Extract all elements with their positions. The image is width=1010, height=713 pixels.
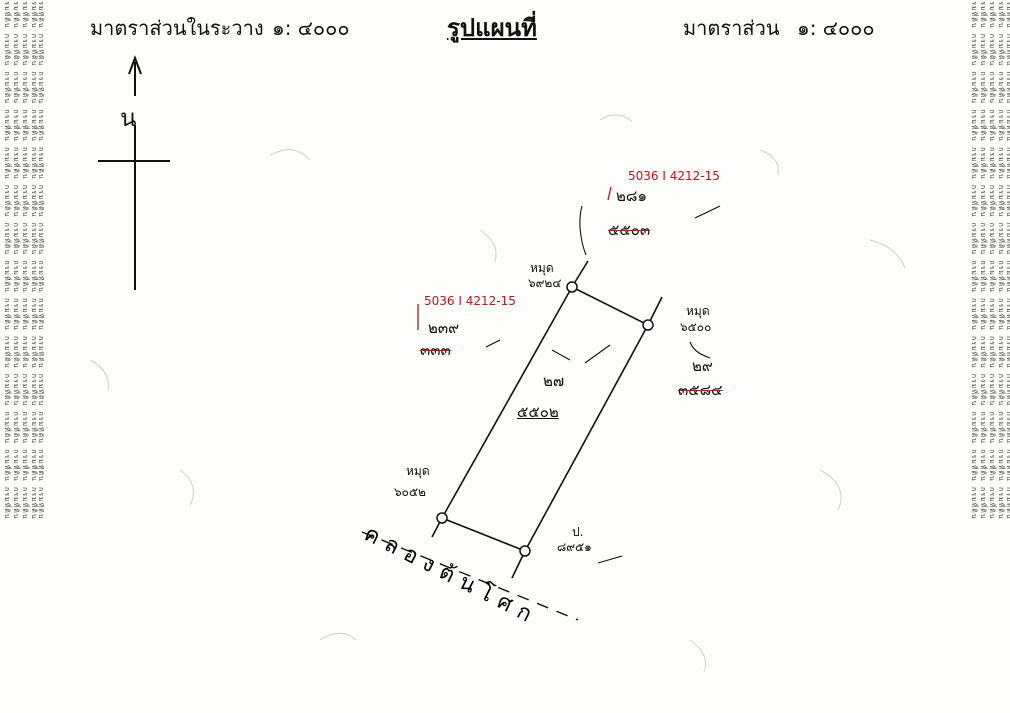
scale-value: ๑: ๔๐๐๐ [797, 16, 875, 40]
marker-1-number: ๖๙๒๔ [528, 276, 562, 290]
scale-between-value: ๑: ๔๐๐๐ [272, 16, 350, 40]
north-arrow-icon [98, 55, 170, 290]
border-microprint: กรมที่ดิน กรมที่ดิน กรมที่ดิน กรมที่ดิน … [988, 0, 996, 520]
leader-lines [485, 205, 721, 564]
north-parcel-number: ๒๘๑ [616, 187, 647, 205]
marker-2-code: หมุด [686, 304, 710, 318]
scale-label: มาตราส่วน [683, 16, 780, 40]
border-microprint: กรมที่ดิน กรมที่ดิน กรมที่ดิน กรมที่ดิน … [1005, 0, 1010, 520]
map-title: รูปแผนที่ [447, 14, 537, 42]
boundary-markers [436, 281, 654, 557]
border-microprint: กรมที่ดิน กรมที่ดิน กรมที่ดิน กรมที่ดิน … [979, 0, 987, 520]
west-parcel-number: ๒๓๙ [428, 319, 460, 337]
border-microprint: กรมที่ดิน กรมที่ดิน กรมที่ดิน กรมที่ดิน … [997, 0, 1005, 520]
west-parcel-sheet: 5036 I 4212-15 [424, 294, 516, 308]
marker-1-code: หมุด [530, 261, 554, 275]
marker-2-number: ๖๕๐๐ [680, 320, 712, 334]
parcel-boundaries [431, 260, 663, 579]
main-parcel-survey: ๕๕๐๒ [517, 403, 559, 421]
marker-4-number: ๘๙๕๑ [557, 540, 592, 554]
border-microprint: กรมที่ดิน กรมที่ดิน กรมที่ดิน กรมที่ดิน … [30, 0, 38, 520]
north-parcel-sheet: 5036 I 4212-15 [628, 169, 720, 183]
marker-3-code: หมุด [406, 464, 430, 478]
border-microprint: กรมที่ดิน กรมที่ดิน กรมที่ดิน กรมที่ดิน … [3, 0, 11, 520]
main-parcel-number: ๒๗ [543, 372, 565, 390]
left-border-pattern: กรมที่ดิน กรมที่ดิน กรมที่ดิน กรมที่ดิน … [0, 0, 44, 713]
west-parcel-survey: ๓๓๓ [420, 341, 451, 359]
north-label: น [120, 104, 137, 132]
marker-3-number: ๖๐๕๒ [394, 485, 426, 499]
border-microprint: กรมที่ดิน กรมที่ดิน กรมที่ดิน กรมที่ดิน … [12, 0, 20, 520]
paper-texture [89, 114, 906, 673]
east-parcel-survey: ๓๕๘๔ [678, 381, 723, 399]
border-microprint: กรมที่ดิน กรมที่ดิน กรมที่ดิน กรมที่ดิน … [21, 0, 29, 520]
border-microprint: กรมที่ดิน กรมที่ดิน กรมที่ดิน กรมที่ดิน … [37, 0, 44, 520]
north-parcel-survey: ๕๕๐๓ [608, 221, 651, 239]
marker-4-code: ป. [572, 525, 584, 539]
canal-line [361, 531, 579, 621]
scale-between-label: มาตราส่วนในระวาง [90, 16, 264, 40]
border-microprint: กรมที่ดิน กรมที่ดิน กรมที่ดิน กรมที่ดิน … [970, 0, 978, 520]
red-annotation-lines [417, 186, 612, 330]
east-parcel-number: ๒๙ [692, 357, 713, 375]
right-border-pattern: กรมที่ดิน กรมที่ดิน กรมที่ดิน กรมที่ดิน … [966, 0, 1010, 713]
